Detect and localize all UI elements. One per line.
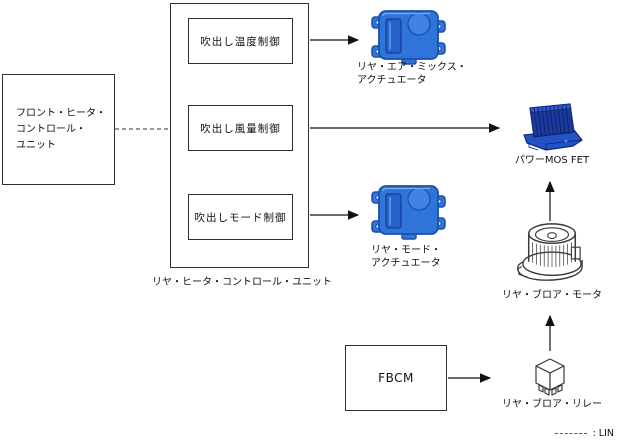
outlet-mode-control-label: 吹出しモード制御 — [194, 211, 287, 224]
blower-motor-icon — [515, 221, 589, 287]
power-mosfet-icon — [516, 99, 586, 154]
fbcm-box: FBCM — [345, 345, 447, 411]
outlet-mode-control-box: 吹出しモード制御 — [188, 194, 293, 240]
power-mosfet-label: パワーMOS FET — [514, 155, 590, 166]
front-heater-control-unit-box: フロント・ヒータ・ コントロール・ ユニット — [2, 74, 115, 185]
rear-heater-control-unit-caption: リヤ・ヒータ・コントロール・ユニット — [152, 277, 332, 288]
lin-dashed-line-sample — [554, 433, 587, 434]
mode-actuator-icon — [370, 183, 448, 243]
legend: : LIN — [554, 428, 614, 439]
blower-relay-label: リヤ・ブロア・リレー — [502, 399, 602, 410]
outlet-temperature-control-box: 吹出し温度制御 — [188, 18, 293, 64]
blower-motor-label: リヤ・ブロア・モータ — [502, 290, 602, 301]
lin-legend-label: : LIN — [592, 428, 614, 439]
outlet-airflow-control-label: 吹出し風量制御 — [200, 122, 281, 135]
air-mix-actuator-label: リヤ・エア・ミックス・ アクチュエータ — [357, 62, 467, 86]
front-heater-control-unit-label: フロント・ヒータ・ コントロール・ ユニット — [16, 107, 106, 151]
mode-actuator-label: リヤ・モード・ アクチュエータ — [371, 245, 441, 269]
outlet-airflow-control-box: 吹出し風量制御 — [188, 105, 293, 151]
fbcm-label: FBCM — [378, 371, 414, 385]
outlet-temperature-control-label: 吹出し温度制御 — [200, 35, 281, 48]
air-mix-actuator-icon — [370, 8, 448, 68]
blower-relay-icon — [531, 356, 569, 400]
